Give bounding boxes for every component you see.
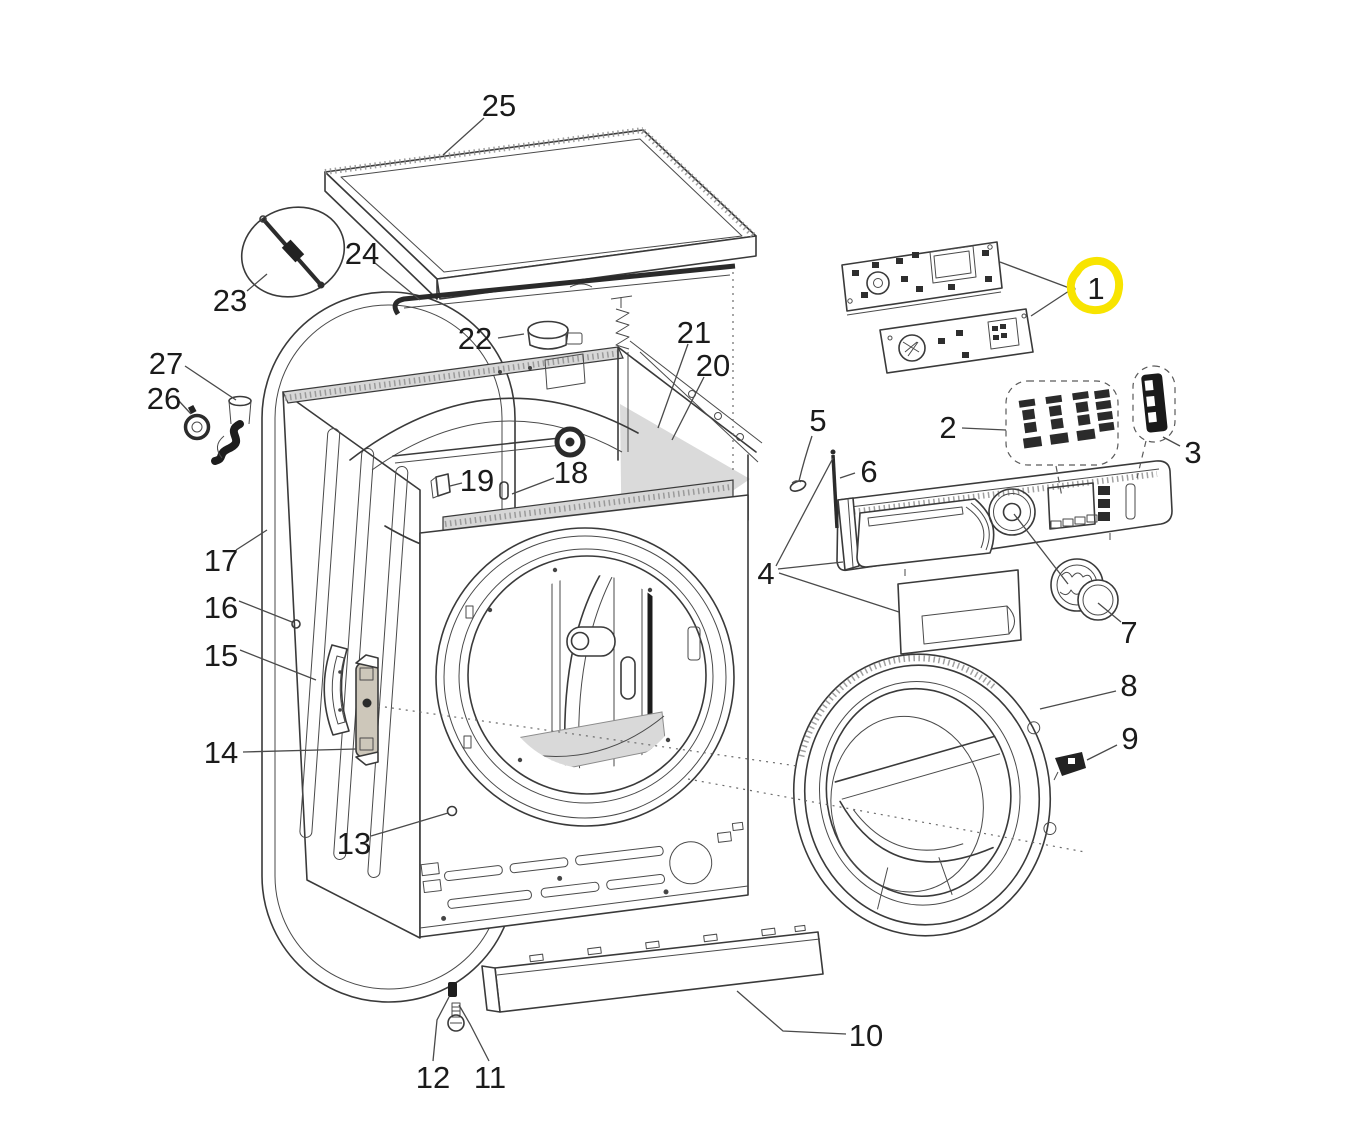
callout-20: 20 [696, 348, 730, 383]
part-15-bracket [323, 644, 350, 736]
callout-12: 12 [416, 1060, 450, 1095]
base-vents [420, 821, 744, 921]
part-2-button-pack [1005, 380, 1119, 466]
callout-5: 5 [809, 403, 826, 438]
part-11-screw [447, 1002, 465, 1032]
callout-17: 17 [204, 543, 238, 578]
callout-9: 9 [1121, 721, 1138, 756]
callout-8: 8 [1120, 668, 1137, 703]
part-14-hinge [355, 654, 379, 766]
part-4-control-panel [836, 460, 1173, 576]
part-3-led-lens [1132, 365, 1176, 443]
part-13-screw [446, 805, 458, 817]
part-8-door [792, 653, 1057, 937]
leader-lines [178, 117, 1181, 1062]
callout-7: 7 [1120, 615, 1137, 650]
part-7-knob [1050, 558, 1119, 621]
callout-21: 21 [677, 315, 711, 350]
part-24-trim-strip [392, 263, 736, 316]
part-22-inlet-valve [527, 320, 583, 350]
callout-4: 4 [757, 556, 774, 591]
callout-26: 26 [147, 381, 181, 416]
callout-23: 23 [213, 283, 247, 318]
callout-25: 25 [482, 88, 516, 123]
part-5-clip [789, 480, 807, 492]
part-23-shock-absorber [240, 206, 346, 298]
callout-16: 16 [204, 590, 238, 625]
callout-27: 27 [149, 346, 183, 381]
part-6-pin [830, 449, 839, 529]
callout-10: 10 [849, 1018, 883, 1053]
cabinet [282, 272, 763, 939]
part-27-pressure-hose [211, 395, 252, 465]
callout-22: 22 [458, 321, 492, 356]
callout-labels: 1 2 3 4 5 6 7 8 9 10 11 12 13 14 15 16 1… [147, 88, 1202, 1095]
door-opening [435, 527, 735, 827]
part-16-screw [291, 619, 301, 629]
part-12-plug [448, 982, 457, 997]
callout-13: 13 [337, 826, 371, 861]
callout-3: 3 [1184, 435, 1201, 470]
callout-14: 14 [204, 735, 238, 770]
callout-11: 11 [474, 1060, 506, 1095]
spring [610, 295, 633, 350]
drum-paddle-pin [566, 626, 636, 700]
part-10-kick-plate [481, 924, 824, 1013]
callout-6: 6 [860, 454, 877, 489]
callout-1: 1 [1087, 271, 1104, 306]
drawer-front [897, 569, 1022, 655]
alignment-lines [377, 705, 1086, 853]
highlight-ring [1066, 256, 1124, 315]
callout-24: 24 [345, 236, 379, 271]
part-25-top-panel [324, 127, 757, 300]
callout-18: 18 [554, 455, 588, 490]
part-1-pcb-boards [841, 241, 1034, 374]
callout-15: 15 [204, 638, 238, 673]
callout-2: 2 [939, 410, 956, 445]
part-26-grommet [183, 404, 211, 441]
part-19-clips [430, 473, 509, 500]
part-9-hinge-clip [1053, 752, 1086, 781]
callout-19: 19 [460, 463, 494, 498]
